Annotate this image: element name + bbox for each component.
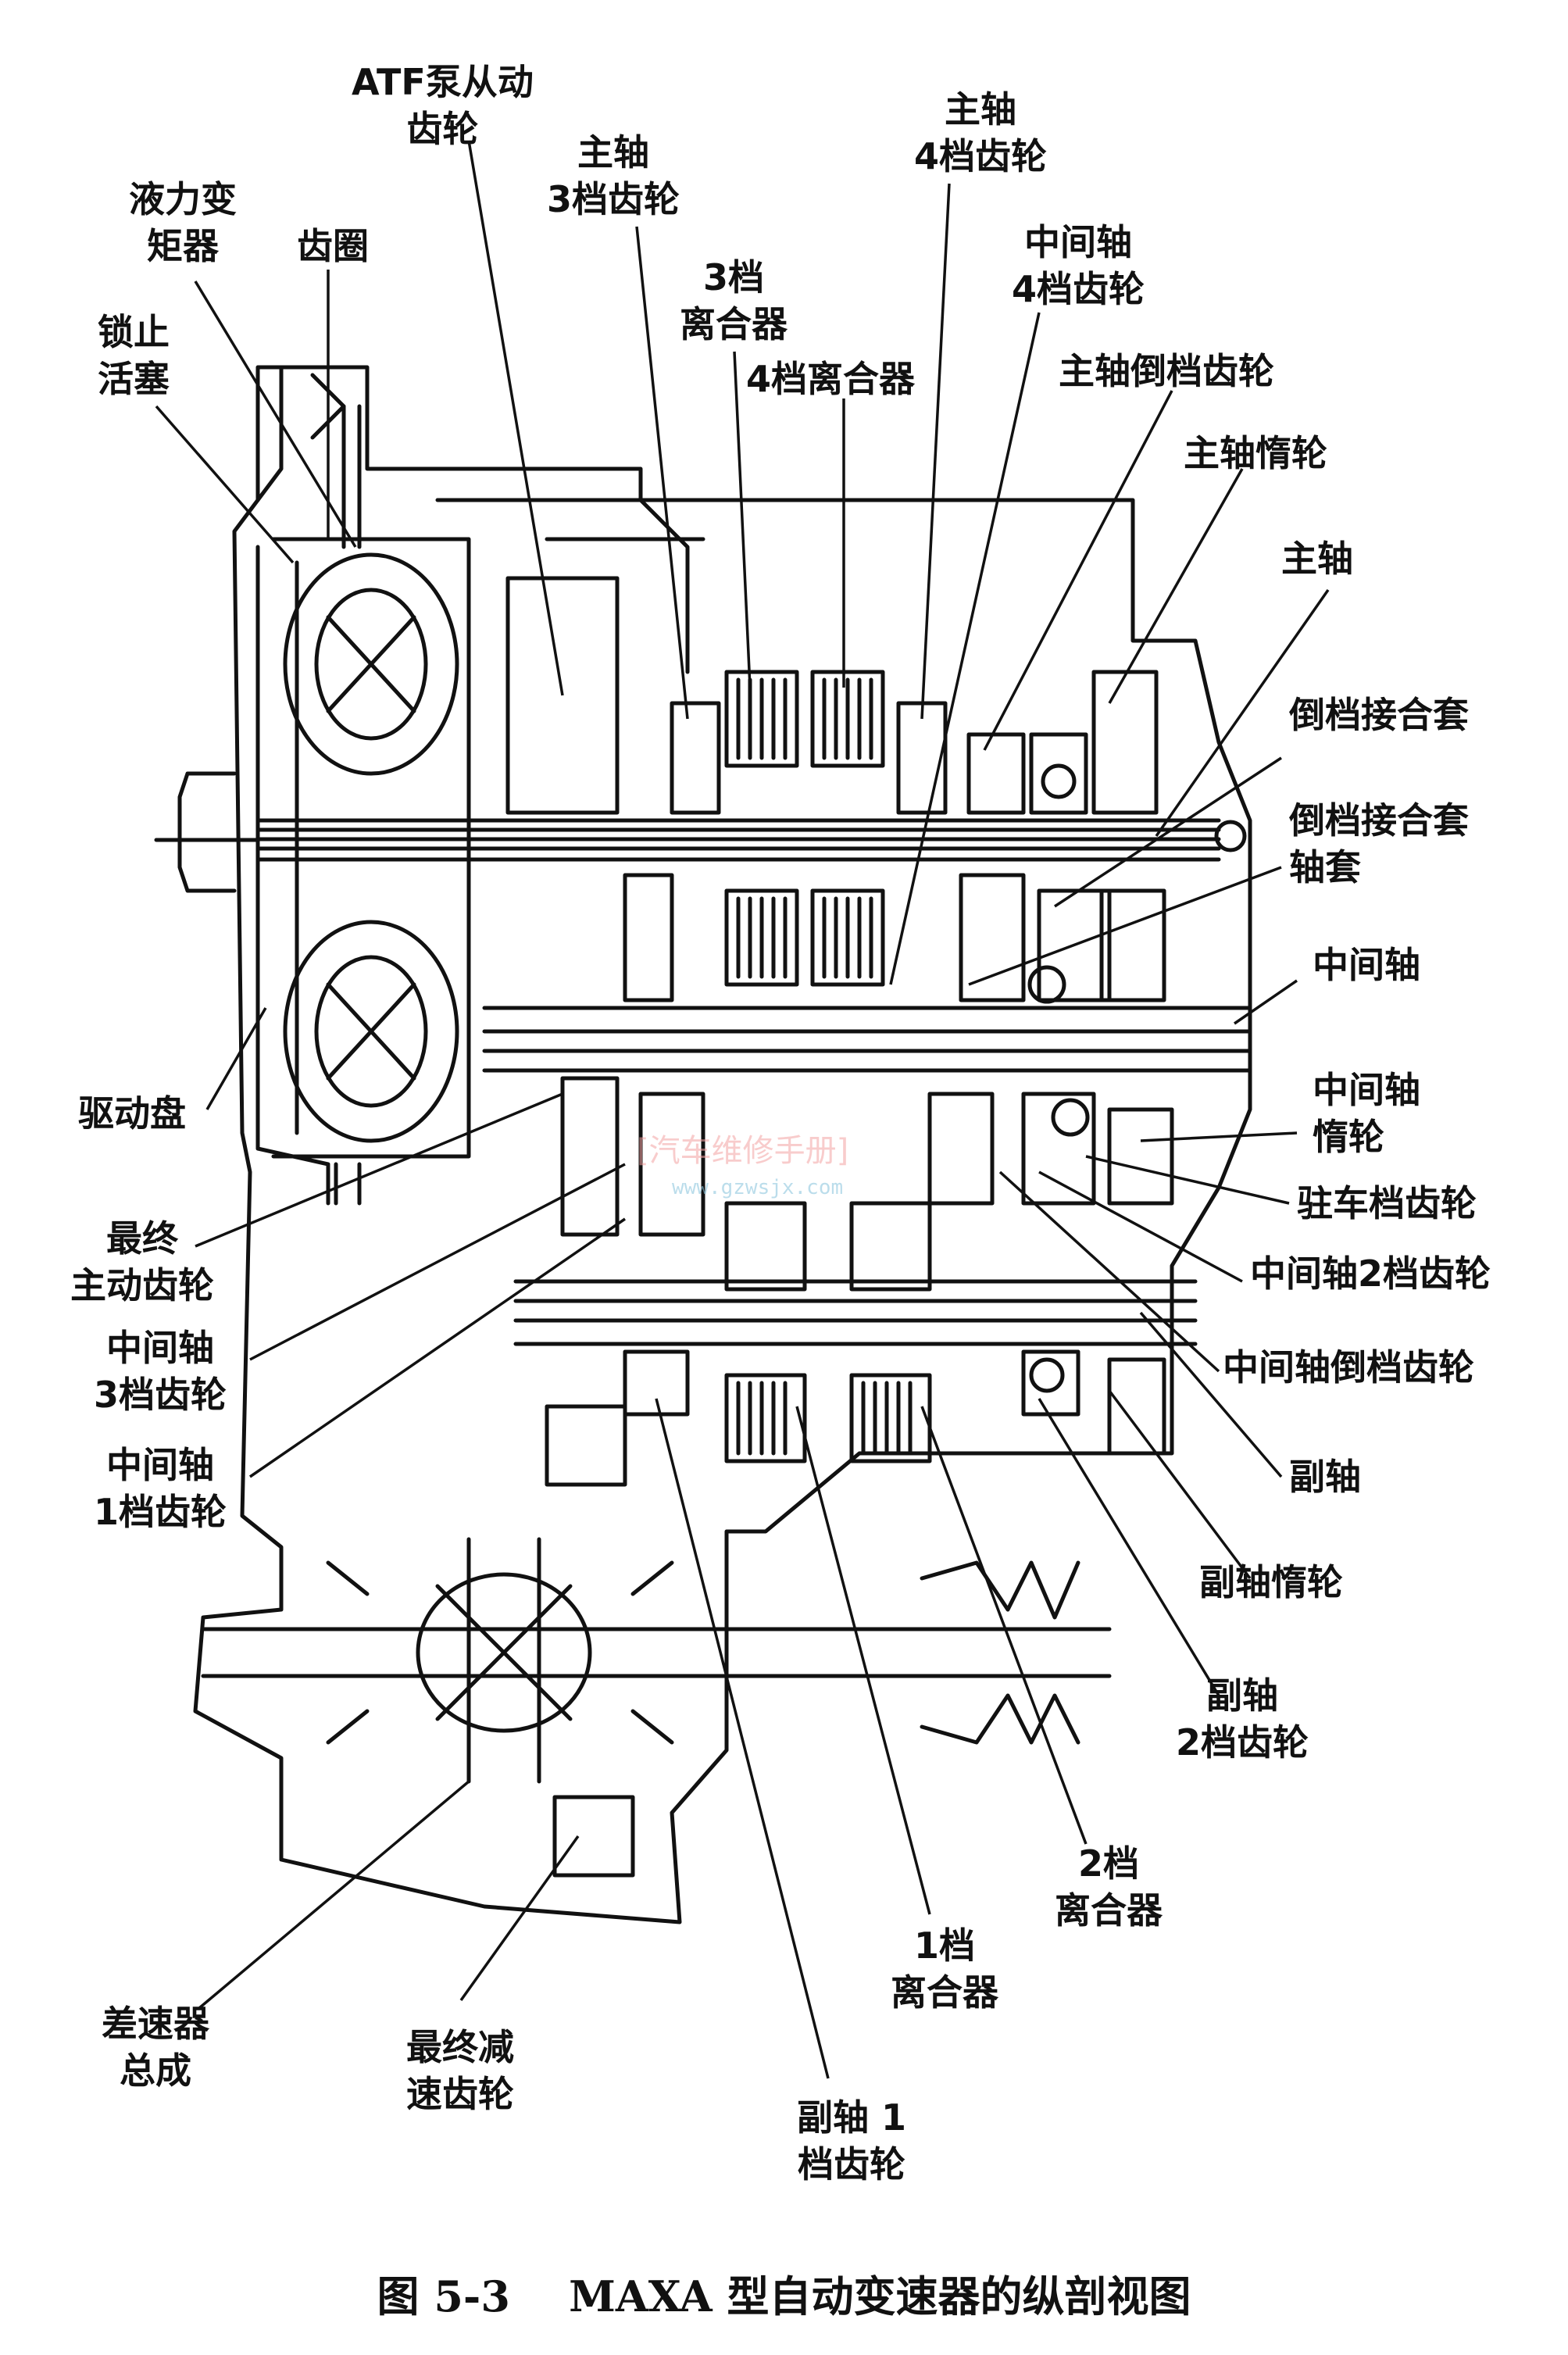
label-reverse-selector-hub: 倒档接合套 轴套 [1289, 799, 1469, 888]
input-stub [177, 771, 237, 893]
label-secondary-shaft-2nd-gear: 副轴 2档齿轮 [1176, 1674, 1309, 1764]
leader-counter-2nd [1038, 1170, 1243, 1283]
label-lockup-piston: 锁止 活塞 [98, 311, 170, 400]
leader-main-3rd [635, 226, 689, 720]
label-1st-clutch: 1档 离合器 [891, 1924, 998, 2014]
figure-caption: 图 5-3 MAXA 型自动变速器的纵剖视图 [377, 2271, 1191, 2321]
leader-reverse-sleeve [1054, 756, 1282, 908]
label-mainshaft-4th-gear: 主轴 4档齿轮 [914, 88, 1048, 177]
label-secondary-shaft-1st-gear: 副轴 1 档齿轮 [797, 2096, 907, 2185]
gears-drawing [505, 576, 1174, 1456]
secondary-shaft-drawing [513, 1279, 1198, 1346]
leader-counter-1st [249, 1217, 626, 1478]
leader-clutch-1st [795, 1406, 931, 1915]
label-drive-plate: 驱动盘 [78, 1092, 186, 1135]
label-secondary-shaft: 副轴 [1289, 1456, 1361, 1498]
torque-converter-drawing [255, 404, 471, 1206]
leader-reverse-hub [968, 866, 1282, 986]
label-atf-pump-driven-gear: ATF泵从动 齿轮 [352, 61, 534, 150]
watermark: [汽车维修手册] [637, 1133, 849, 1169]
label-countershaft-2nd-gear: 中间轴2档齿轮 [1250, 1253, 1491, 1295]
watermark-url: www.gzwsjx.com [672, 1176, 844, 1199]
hydraulic-lines [435, 498, 705, 674]
leader-counter-idler [1140, 1131, 1298, 1142]
label-countershaft-4th-gear: 中间轴 4档齿轮 [1012, 221, 1145, 310]
label-parking-gear: 驻车档齿轮 [1297, 1182, 1477, 1224]
leader-clutch-3rd [733, 351, 752, 688]
leader-lockup-piston [155, 405, 295, 564]
label-final-drive-gear: 最终 主动齿轮 [70, 1217, 214, 1306]
leader-counter-4th [889, 312, 1041, 985]
mainshaft-drawing [255, 818, 1247, 862]
label-3rd-clutch: 3档 离合器 [680, 256, 788, 345]
label-reverse-selector-sleeve: 倒档接合套 [1289, 694, 1469, 736]
leader-mainshaft [1155, 588, 1330, 838]
leader-secondary-1st [655, 1398, 830, 2079]
differential-drawing [201, 1404, 1112, 1878]
countershaft-drawing [482, 1006, 1252, 1073]
label-mainshaft: 主轴 [1281, 538, 1353, 580]
leader-secondary-shaft [1139, 1311, 1283, 1478]
leader-atf-pump [467, 140, 564, 696]
label-secondary-shaft-idler: 副轴惰轮 [1199, 1561, 1343, 1603]
label-torque-converter: 液力变 矩器 [129, 178, 237, 267]
label-mainshaft-idler: 主轴惰轮 [1184, 432, 1327, 474]
label-differential-assembly: 差速器 总成 [102, 2003, 209, 2092]
label-2nd-clutch: 2档 离合器 [1055, 1842, 1163, 1932]
leader-parking-gear [1085, 1155, 1290, 1205]
leader-final-drive [195, 1092, 563, 1248]
clutch-packs-drawing [724, 670, 932, 1463]
label-final-driven-gear: 最终减 速齿轮 [406, 2026, 514, 2115]
label-countershaft-idler: 中间轴 惰轮 [1313, 1069, 1420, 1158]
leader-secondary-2nd [1038, 1398, 1220, 1696]
label-countershaft: 中间轴 [1313, 944, 1420, 986]
leader-secondary-idler [1108, 1389, 1252, 1580]
leader-main-idler [1108, 468, 1244, 704]
leader-countershaft [1234, 979, 1298, 1025]
label-mainshaft-reverse-gear: 主轴倒档齿轮 [1059, 350, 1274, 392]
leader-clutch-2nd [920, 1406, 1088, 1845]
leader-main-4th [920, 183, 951, 720]
label-ring-gear: 齿圈 [297, 225, 369, 267]
label-mainshaft-3rd-gear: 主轴 3档齿轮 [547, 131, 680, 220]
label-countershaft-reverse-gear: 中间轴倒档齿轮 [1223, 1346, 1474, 1388]
leader-counter-3rd [249, 1163, 626, 1361]
label-countershaft-1st-gear: 中间轴 1档齿轮 [94, 1444, 227, 1533]
leader-torque-converter [194, 281, 357, 548]
leader-counter-reverse [998, 1170, 1220, 1373]
label-4th-clutch: 4档离合器 [746, 358, 916, 400]
leader-drive-plate [205, 1007, 267, 1110]
leader-differential [198, 1780, 470, 2010]
leader-final-driven [459, 1835, 580, 2002]
label-countershaft-3rd-gear: 中间轴 3档齿轮 [94, 1327, 227, 1416]
leader-main-reverse [983, 390, 1173, 751]
transmission-housing [193, 365, 1252, 1924]
